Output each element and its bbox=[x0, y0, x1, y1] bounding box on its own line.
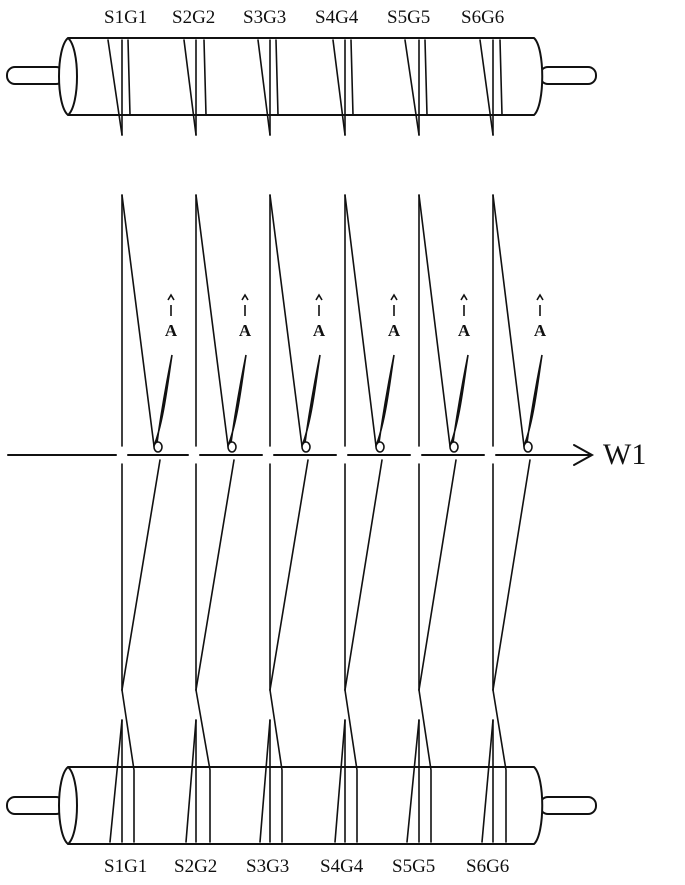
top-roller bbox=[6, 37, 597, 116]
weft-label: W1 bbox=[603, 438, 647, 471]
bottom-cross-yarn-b-4 bbox=[344, 689, 358, 843]
diagonal-yarn-upper-4 bbox=[344, 194, 377, 447]
top-cross-yarn-b-1 bbox=[127, 39, 131, 116]
top-roller-axle-left bbox=[6, 66, 65, 85]
bottom-cross-yarn-b-5 bbox=[418, 689, 432, 843]
diagonal-yarn-lower-1 bbox=[121, 459, 161, 691]
diagonal-yarn-upper-6 bbox=[492, 194, 525, 447]
top-label-2: S2G2 bbox=[172, 7, 216, 28]
bottom-roller-axle-right bbox=[539, 796, 597, 815]
top-cross-yarn-3 bbox=[257, 39, 271, 136]
direction-marker-2: A bbox=[238, 321, 252, 340]
diagonal-yarn-upper-3 bbox=[269, 194, 303, 447]
up-arrow-icon-3 bbox=[315, 293, 323, 316]
top-cross-yarn-4 bbox=[332, 39, 346, 136]
direction-marker-1: A bbox=[164, 321, 178, 340]
weft-arrow-head bbox=[573, 444, 595, 466]
top-label-5: S5G5 bbox=[387, 7, 431, 28]
top-cross-yarn-b-4 bbox=[350, 39, 354, 116]
top-cross-yarn-2 bbox=[183, 39, 197, 136]
top-label-6: S6G6 bbox=[461, 7, 505, 28]
up-arrow-icon-2 bbox=[241, 293, 249, 316]
bottom-cross-yarn-b-1 bbox=[121, 689, 135, 843]
top-roller-axle-right bbox=[539, 66, 597, 85]
diagonal-yarn-lower-6 bbox=[492, 459, 531, 691]
twist-loop-3 bbox=[301, 354, 321, 451]
top-cross-yarn-b-6 bbox=[499, 39, 503, 116]
twist-knot-3 bbox=[301, 441, 311, 453]
twist-knot-2 bbox=[227, 441, 237, 453]
twist-knot-5 bbox=[449, 441, 459, 453]
diagonal-yarn-upper-2 bbox=[195, 194, 229, 447]
diagonal-yarn-lower-4 bbox=[344, 459, 383, 691]
bottom-cross-yarn-2 bbox=[185, 719, 197, 843]
top-cross-yarn-5 bbox=[404, 39, 420, 136]
top-cross-yarn-b-5 bbox=[424, 39, 428, 116]
twist-knot-1 bbox=[153, 441, 163, 453]
bottom-roller-body bbox=[58, 766, 544, 845]
top-roller-body bbox=[58, 37, 544, 116]
bottom-label-6: S6G6 bbox=[466, 856, 510, 877]
up-arrow-icon-6 bbox=[536, 293, 544, 316]
bottom-roller-axle-left bbox=[6, 796, 65, 815]
up-arrow-icon-1 bbox=[167, 293, 175, 316]
twist-loop-2 bbox=[227, 354, 247, 451]
twist-knot-4 bbox=[375, 441, 385, 453]
direction-marker-3: A bbox=[312, 321, 326, 340]
top-label-4: S4G4 bbox=[315, 7, 359, 28]
twist-loop-6 bbox=[523, 354, 543, 451]
top-cross-yarn-b-2 bbox=[203, 39, 207, 116]
bottom-label-1: S1G1 bbox=[104, 856, 148, 877]
top-cross-yarn-6 bbox=[479, 39, 494, 136]
top-cross-yarn-b-3 bbox=[275, 39, 279, 116]
bottom-cross-yarn-1 bbox=[109, 719, 123, 843]
twist-knot-6 bbox=[523, 441, 533, 453]
up-arrow-icon-4 bbox=[390, 293, 398, 316]
twist-loop-5 bbox=[449, 354, 469, 451]
bottom-cross-yarn-4 bbox=[334, 719, 346, 843]
weft-line-w1 bbox=[7, 444, 595, 466]
top-cross-yarn-1 bbox=[107, 39, 123, 136]
top-label-3: S3G3 bbox=[243, 7, 287, 28]
diagonal-yarn-upper-5 bbox=[418, 194, 451, 447]
bottom-label-3: S3G3 bbox=[246, 856, 290, 877]
bottom-roller bbox=[6, 766, 597, 845]
bottom-label-5: S5G5 bbox=[392, 856, 436, 877]
bottom-label-2: S2G2 bbox=[174, 856, 218, 877]
bottom-cross-yarn-3 bbox=[259, 719, 271, 843]
bottom-cross-yarn-b-3 bbox=[269, 689, 283, 843]
direction-marker-6: A bbox=[533, 321, 547, 340]
twist-loop-1 bbox=[153, 354, 173, 451]
bottom-cross-yarn-b-6 bbox=[492, 689, 507, 843]
top-label-1: S1G1 bbox=[104, 7, 148, 28]
twist-loop-4 bbox=[375, 354, 395, 451]
bottom-cross-yarn-b-2 bbox=[195, 689, 211, 843]
diagonal-yarn-lower-5 bbox=[418, 459, 457, 691]
direction-marker-4: A bbox=[387, 321, 401, 340]
diagonal-yarn-lower-2 bbox=[195, 459, 235, 691]
diagonal-yarn-lower-3 bbox=[269, 459, 309, 691]
bottom-cross-yarn-5 bbox=[406, 719, 420, 843]
direction-marker-5: A bbox=[457, 321, 471, 340]
diagonal-yarn-upper-1 bbox=[121, 194, 155, 447]
bottom-label-4: S4G4 bbox=[320, 856, 364, 877]
up-arrow-icon-5 bbox=[460, 293, 468, 316]
bottom-cross-yarn-6 bbox=[481, 719, 494, 843]
